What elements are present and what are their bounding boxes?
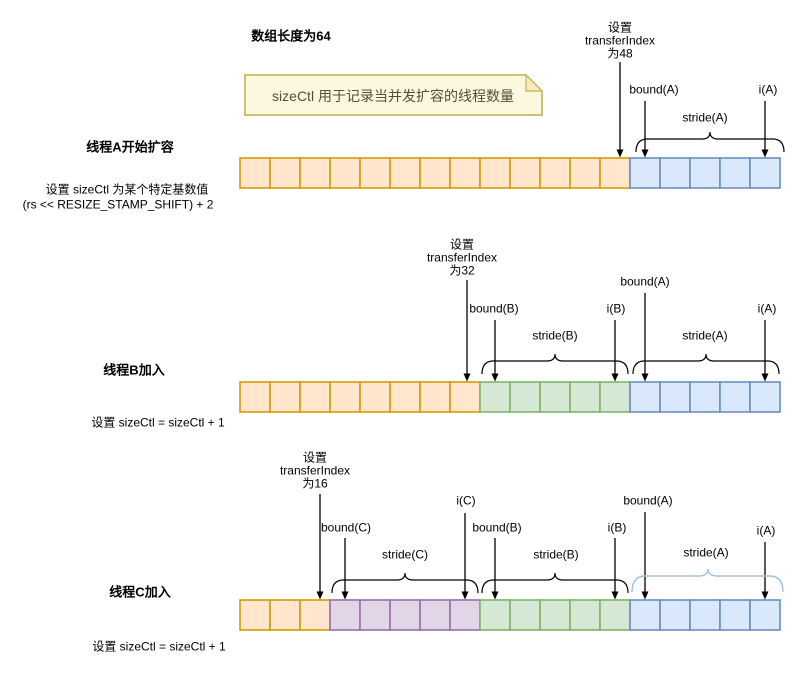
- array-A-cell-orange: [269, 157, 301, 189]
- array-C-cell-green: [539, 599, 571, 631]
- array-B-cell-orange: [299, 381, 331, 413]
- array-B-cell-orange: [239, 381, 271, 413]
- array-A-cell-blue: [659, 157, 691, 189]
- array-C-cell-orange: [239, 599, 271, 631]
- stride-a-brace-row3: [631, 568, 784, 593]
- stride-c-label-row3: stride(C): [381, 547, 429, 562]
- note-text: sizeCtl 用于记录当并发扩容的线程数量: [272, 88, 514, 104]
- array-B-cell-green: [599, 381, 631, 413]
- array-C-cell-blue: [659, 599, 691, 631]
- array-C-cell-blue: [749, 599, 781, 631]
- array-C-cell-green: [479, 599, 511, 631]
- array-C-cell-blue: [629, 599, 661, 631]
- bound-c-label-row3: bound(C): [320, 520, 372, 535]
- array-C-cell-purple: [419, 599, 451, 631]
- section-a-subtitle-line2: (rs << RESIZE_STAMP_SHIFT) + 2: [22, 197, 214, 212]
- array-C-cell-orange: [299, 599, 331, 631]
- transfer-index-label-c: 设置 transferIndex 为16: [279, 450, 351, 491]
- array-A-cell-blue: [749, 157, 781, 189]
- transfer-index-label-a: 设置 transferIndex 为48: [584, 20, 656, 61]
- array-C-cell-green: [599, 599, 631, 631]
- array-B-cell-green: [509, 381, 541, 413]
- array-length-title: 数组长度为64: [251, 28, 331, 44]
- array-B-cell-orange: [329, 381, 361, 413]
- array-B-cell-orange: [419, 381, 451, 413]
- array-C-cell-blue: [689, 599, 721, 631]
- array-B-cell-orange: [359, 381, 391, 413]
- array-A-cell-orange: [419, 157, 451, 189]
- bound-a-label-row3: bound(A): [623, 493, 673, 508]
- array-B-cell-orange: [269, 381, 301, 413]
- array-B-cell-green: [569, 381, 601, 413]
- array-C-cell-blue: [719, 599, 751, 631]
- array-B-cell-green: [539, 381, 571, 413]
- array-C-cell-purple: [329, 599, 361, 631]
- array-A-cell-orange: [329, 157, 361, 189]
- array-C-cell-purple: [449, 599, 481, 631]
- array-C-cell-purple: [389, 599, 421, 631]
- array-B-cell-orange: [389, 381, 421, 413]
- stride-c-brace-row3: [331, 572, 479, 594]
- i-b-label-row3: i(B): [607, 520, 627, 535]
- bound-b-label-row3: bound(B): [472, 520, 522, 535]
- note-shape: [244, 73, 544, 116]
- stride-a-label-row2: stride(A): [682, 328, 728, 343]
- section-b-title: 线程B加入: [103, 362, 165, 378]
- array-B-cell-blue: [689, 381, 721, 413]
- array-rows: [239, 157, 781, 631]
- array-B-cell-blue: [659, 381, 691, 413]
- array-B-cell-blue: [629, 381, 661, 413]
- stride-b-label-row3: stride(B): [533, 547, 579, 562]
- array-C-cell-green: [509, 599, 541, 631]
- array-B-cell-green: [479, 381, 511, 413]
- array-A-cell-orange: [449, 157, 481, 189]
- stride-a-brace-row2: [632, 353, 780, 375]
- i-c-label-row3: i(C): [456, 493, 476, 508]
- transfer-index-label-b: 设置 transferIndex 为32: [426, 237, 498, 278]
- stride-a-label-row3: stride(A): [683, 545, 729, 560]
- array-A-cell-orange: [359, 157, 391, 189]
- i-a-label-row1: i(A): [758, 82, 778, 97]
- stride-b-brace-row3: [481, 572, 629, 594]
- stride-a-label-row1: stride(A): [682, 110, 728, 125]
- array-B-cell-orange: [449, 381, 481, 413]
- array-A-cell-orange: [509, 157, 541, 189]
- bound-a-label-row2: bound(A): [620, 274, 670, 289]
- array-A-cell-blue: [689, 157, 721, 189]
- array-B-cell-blue: [749, 381, 781, 413]
- stride-a-brace-row1: [635, 131, 785, 153]
- section-a-title: 线程A开始扩容: [86, 139, 174, 155]
- i-a-label-row2: i(A): [757, 301, 777, 316]
- array-A-cell-orange: [389, 157, 421, 189]
- array-C-cell-purple: [359, 599, 391, 631]
- stride-b-brace-row2: [481, 353, 629, 375]
- array-A-cell-orange: [299, 157, 331, 189]
- array-C-cell-green: [569, 599, 601, 631]
- i-b-label-row2: i(B): [606, 301, 626, 316]
- section-c-subtitle-line1: 设置 sizeCtl = sizeCtl + 1: [92, 639, 226, 654]
- i-a-label-row3: i(A): [756, 523, 776, 538]
- array-A-cell-blue: [719, 157, 751, 189]
- array-A-cell-orange: [569, 157, 601, 189]
- array-A-cell-orange: [539, 157, 571, 189]
- array-A-cell-orange: [599, 157, 631, 189]
- section-c-title: 线程C加入: [109, 584, 171, 600]
- bound-a-label-row1: bound(A): [629, 82, 679, 97]
- array-B-cell-blue: [719, 381, 751, 413]
- array-A-cell-blue: [629, 157, 661, 189]
- section-b-subtitle-line1: 设置 sizeCtl = sizeCtl + 1: [91, 415, 225, 430]
- bound-b-label-row2: bound(B): [469, 301, 519, 316]
- array-A-cell-orange: [239, 157, 271, 189]
- section-a-subtitle-line1: 设置 sizeCtl 为某个特定基数值: [45, 182, 209, 197]
- stride-b-label-row2: stride(B): [532, 328, 578, 343]
- array-C-cell-orange: [269, 599, 301, 631]
- array-A-cell-orange: [479, 157, 511, 189]
